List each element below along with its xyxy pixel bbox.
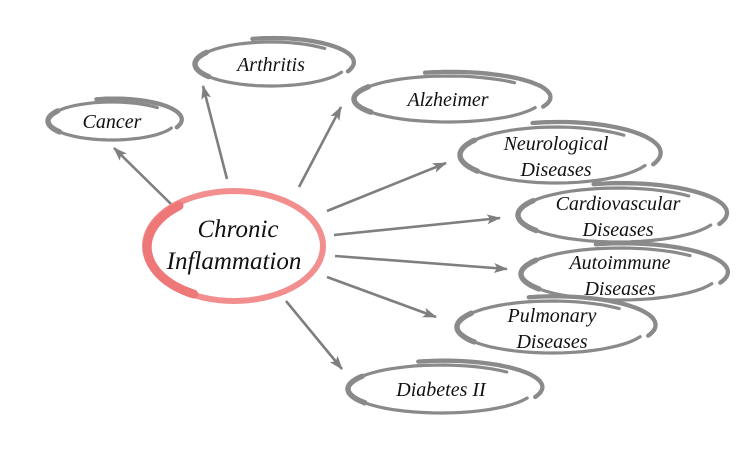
node-ellipse-tail [422, 69, 553, 109]
node-alzheimer: Alzheimer [351, 69, 553, 124]
node-label-line2: Diseases [581, 219, 653, 241]
center-label-line1: Chronic [197, 216, 278, 243]
center-ellipse-accent [142, 201, 199, 299]
node-label: Arthritis [235, 54, 305, 76]
node-label-line2: Diseases [519, 159, 591, 181]
edge-chronic-inflammation-to-pulmonary [326, 275, 437, 319]
node-ellipse-blob [518, 257, 542, 292]
node-ellipse-blob [345, 373, 368, 406]
edge-chronic-inflammation-to-diabetes-ii [284, 300, 344, 370]
node-ellipse-blob [515, 198, 539, 234]
node-label: Cancer [83, 111, 142, 133]
edges-layer [113, 85, 508, 370]
node-ellipse-tail [416, 358, 545, 400]
node-label-line1: Cardiovascular [556, 193, 681, 215]
center-label-line2: Inflammation [166, 248, 302, 275]
edge-chronic-inflammation-to-alzheimer [297, 106, 343, 188]
node-ellipse-tail [94, 96, 184, 130]
node-label-line1: Pulmonary [507, 305, 597, 327]
edge-chronic-inflammation-to-autoimmune [334, 254, 508, 274]
node-arthritis: Arthritis [192, 35, 356, 88]
node-diabetes-ii: Diabetes II [345, 358, 545, 415]
node-ellipse-blob [457, 137, 481, 174]
edge-chronic-inflammation-to-arthritis [201, 85, 229, 180]
node-ellipse-tail [250, 35, 356, 74]
edge-chronic-inflammation-to-neurological [326, 161, 447, 213]
node-label: Diabetes II [395, 379, 487, 401]
node-label-line1: Autoimmune [567, 252, 670, 274]
node-label: Alzheimer [405, 89, 488, 111]
node-ellipse-blob [45, 108, 63, 135]
node-label-line1: Neurological [503, 133, 609, 155]
node-ellipse-blob [192, 49, 212, 80]
node-label-line2: Diseases [515, 331, 587, 353]
node-ellipse-tail [526, 294, 658, 338]
node-ellipse-tail [530, 119, 663, 167]
node-ellipse-blob [454, 310, 477, 345]
node-label-line2: Diseases [583, 278, 655, 300]
node-ellipse-tail [591, 180, 730, 227]
edge-chronic-inflammation-to-cardiovascular [333, 214, 501, 237]
edge-chronic-inflammation-to-cancer [113, 147, 173, 206]
node-cancer: Cancer [45, 96, 184, 142]
node-ellipse-blob [351, 84, 374, 115]
node-ellipse-tail [593, 241, 731, 285]
